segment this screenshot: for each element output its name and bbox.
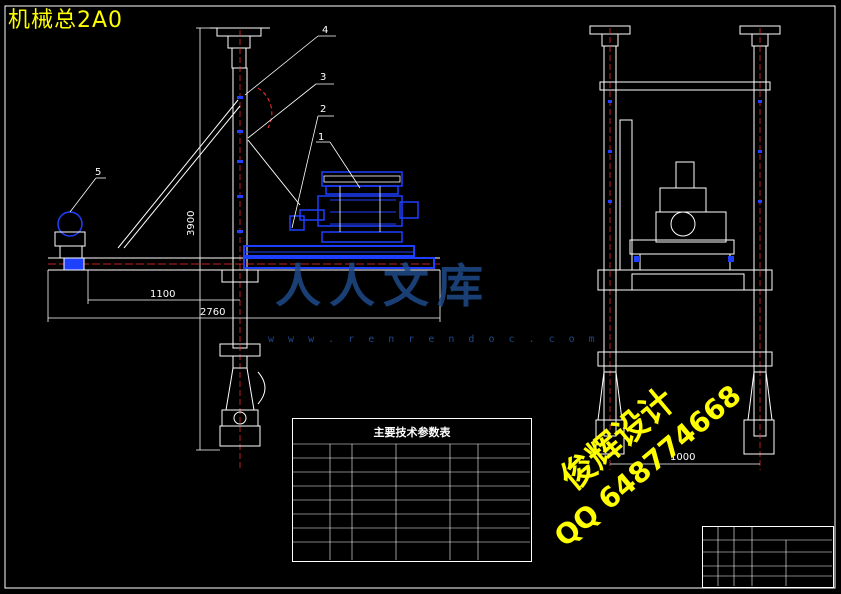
- column-markings: [237, 96, 243, 233]
- title-block: [702, 526, 834, 588]
- swing-arc: [257, 87, 273, 129]
- balloon-5: 5: [95, 167, 101, 178]
- dim-1100: 1100: [150, 289, 175, 300]
- right-view-blue-marks: [608, 100, 762, 262]
- end-tool: [54, 211, 86, 271]
- machine-head-white-outline: [323, 175, 401, 232]
- param-table-title: 主要技术参数表: [373, 426, 451, 439]
- param-table: 主要技术参数表: [292, 418, 532, 562]
- machine-head: [289, 171, 419, 243]
- watermark-url: w w w . r e n r e n d o c . c o m: [268, 334, 599, 345]
- left-elevation-view: [47, 27, 441, 470]
- right-side-view: [589, 25, 781, 470]
- main-column: [232, 30, 248, 470]
- watermark-brand: 人人文库: [275, 259, 491, 313]
- balloon-2: 2: [320, 104, 326, 115]
- diagonal-braces: [117, 99, 301, 249]
- param-table-grid: [292, 443, 530, 560]
- balloon-labels: 4 3 2 1 5: [95, 25, 328, 178]
- balloon-1: 1: [318, 132, 324, 143]
- dim-3900: 3900: [186, 211, 197, 236]
- drawing-title: 机械总2A0: [8, 8, 124, 33]
- drawing-border: [4, 5, 836, 589]
- balloon-leaders: [69, 35, 361, 229]
- lower-column: [219, 269, 266, 447]
- title-block-grid: [702, 526, 832, 586]
- dimension-lines: [47, 27, 441, 451]
- dim-1000: 1000: [670, 452, 695, 463]
- dim-2760: 2760: [200, 307, 225, 318]
- balloon-4: 4: [322, 25, 328, 36]
- boom-carriage: [243, 245, 435, 269]
- balloon-3: 3: [320, 72, 326, 83]
